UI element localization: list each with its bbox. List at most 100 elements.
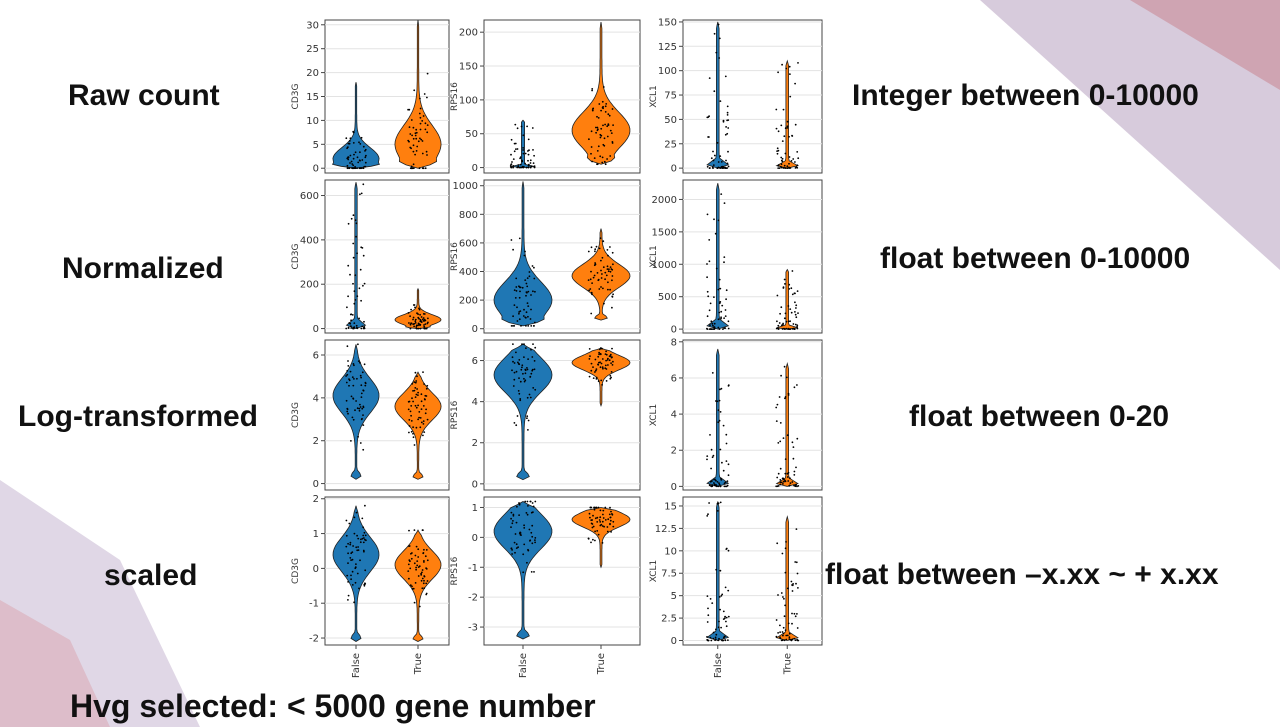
jitter-point xyxy=(356,572,359,575)
jitter-point xyxy=(347,581,349,583)
jitter-point xyxy=(533,166,536,169)
jitter-point xyxy=(527,358,529,360)
jitter-point xyxy=(360,396,363,398)
jitter-point xyxy=(606,530,609,533)
jitter-point xyxy=(346,147,348,150)
jitter-point xyxy=(596,530,599,532)
jitter-point xyxy=(352,326,355,329)
jitter-point xyxy=(592,276,595,279)
jitter-point xyxy=(727,165,730,168)
jitter-point xyxy=(408,322,410,324)
jitter-points-true xyxy=(775,365,800,488)
jitter-point xyxy=(532,387,535,389)
jitter-point xyxy=(410,167,413,170)
jitter-point xyxy=(524,279,527,281)
jitter-point xyxy=(364,161,367,164)
jitter-point xyxy=(786,167,789,170)
jitter-point xyxy=(419,122,422,125)
jitter-points-true xyxy=(407,304,429,330)
jitter-point xyxy=(408,529,410,532)
row-label-raw-count: Raw count xyxy=(68,79,220,112)
jitter-point xyxy=(710,157,713,160)
jitter-point xyxy=(348,384,350,387)
jitter-point xyxy=(509,164,512,167)
jitter-point xyxy=(520,534,522,536)
y-tick-label: 12.5 xyxy=(655,524,677,535)
jitter-point xyxy=(786,476,789,478)
y-tick-label: -1 xyxy=(309,599,319,610)
jitter-point xyxy=(350,395,353,398)
jitter-point xyxy=(531,502,534,504)
jitter-point xyxy=(360,392,363,395)
jitter-point xyxy=(724,167,727,170)
jitter-point xyxy=(515,424,518,427)
jitter-points-true xyxy=(588,347,614,386)
jitter-points-true xyxy=(775,62,800,170)
jitter-point xyxy=(715,400,717,402)
jitter-point xyxy=(351,416,354,419)
jitter-point xyxy=(720,477,722,480)
y-tick-label: 0 xyxy=(671,164,677,175)
jitter-point xyxy=(421,152,424,155)
jitter-point xyxy=(708,260,711,263)
jitter-point xyxy=(409,323,412,326)
jitter-point xyxy=(523,524,525,527)
jitter-point xyxy=(347,295,349,298)
y-tick-label: 0 xyxy=(313,479,319,490)
y-tick-label: 1000 xyxy=(652,260,677,271)
jitter-point xyxy=(601,384,603,386)
jitter-point xyxy=(708,502,710,504)
jitter-point xyxy=(786,165,789,168)
jitter-point xyxy=(590,130,593,133)
jitter-point xyxy=(532,325,535,327)
jitter-point xyxy=(524,250,526,253)
jitter-points-false xyxy=(345,343,367,451)
jitter-point xyxy=(596,150,599,152)
jitter-point xyxy=(721,461,723,464)
jitter-point xyxy=(346,306,348,309)
jitter-point xyxy=(720,626,722,629)
jitter-point xyxy=(717,639,720,642)
jitter-point xyxy=(522,315,525,317)
jitter-point xyxy=(796,627,799,629)
jitter-point xyxy=(348,140,351,142)
jitter-point xyxy=(511,553,513,555)
jitter-point xyxy=(712,164,715,167)
jitter-point xyxy=(587,537,590,540)
jitter-point xyxy=(523,543,526,546)
jitter-point xyxy=(352,397,354,400)
jitter-point xyxy=(719,100,722,102)
jitter-point xyxy=(527,159,529,162)
jitter-point xyxy=(350,319,352,322)
jitter-point xyxy=(414,132,417,135)
jitter-point xyxy=(789,308,792,310)
x-tick-label: True xyxy=(596,653,607,675)
jitter-point xyxy=(415,380,418,382)
jitter-point xyxy=(787,320,790,323)
jitter-point xyxy=(410,420,413,422)
jitter-point xyxy=(525,325,527,327)
jitter-point xyxy=(362,406,365,409)
jitter-point xyxy=(723,202,726,205)
jitter-point xyxy=(360,327,363,330)
jitter-point xyxy=(725,126,727,128)
y-tick-label: 800 xyxy=(459,210,478,221)
jitter-point xyxy=(415,406,418,409)
jitter-point xyxy=(778,322,781,324)
jitter-point xyxy=(528,149,530,152)
jitter-point xyxy=(706,515,709,517)
jitter-point xyxy=(783,639,786,642)
jitter-point xyxy=(412,144,415,147)
jitter-point xyxy=(355,400,357,402)
jitter-point xyxy=(611,142,614,144)
jitter-point xyxy=(417,327,420,330)
jitter-point xyxy=(726,484,729,487)
jitter-point xyxy=(350,559,352,561)
jitter-point xyxy=(716,167,719,170)
jitter-point xyxy=(527,166,530,169)
jitter-point xyxy=(779,483,782,486)
jitter-point xyxy=(363,531,366,534)
jitter-point xyxy=(347,594,350,597)
jitter-point xyxy=(610,531,612,533)
jitter-point xyxy=(788,135,790,138)
